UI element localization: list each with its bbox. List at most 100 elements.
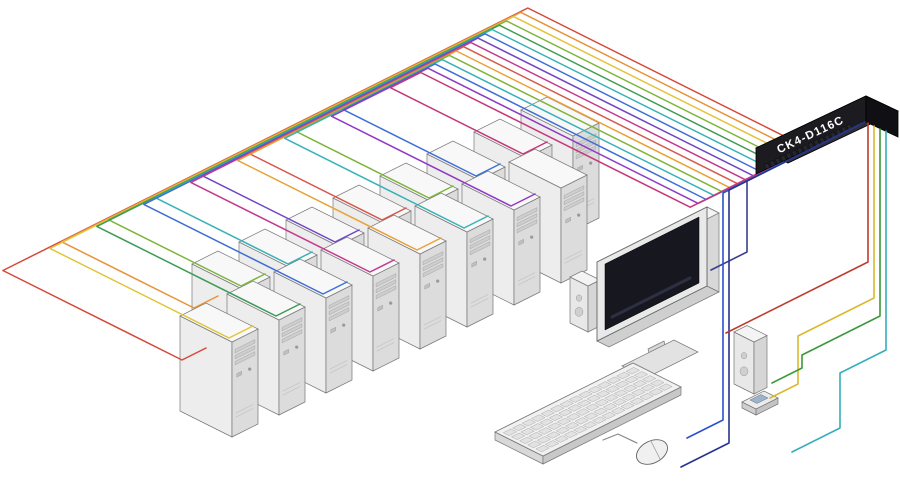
drive-bay xyxy=(469,229,491,244)
mouse xyxy=(602,433,668,465)
vent-line xyxy=(376,342,395,352)
drive-bay xyxy=(516,213,538,228)
key xyxy=(604,394,619,402)
vent-line xyxy=(282,386,301,396)
key xyxy=(565,421,580,430)
key xyxy=(536,436,551,444)
key xyxy=(612,398,627,406)
key xyxy=(601,411,616,420)
floppy-slot xyxy=(236,370,242,378)
key xyxy=(613,389,628,397)
key xyxy=(593,407,608,415)
drive-bay xyxy=(375,273,397,288)
drive-bay xyxy=(563,191,585,206)
key xyxy=(605,385,620,393)
speaker-left xyxy=(569,270,601,333)
tower-top-face xyxy=(273,258,353,299)
kvm-port xyxy=(796,147,804,154)
monitor-screen xyxy=(604,216,700,331)
power-button xyxy=(483,257,487,261)
key xyxy=(587,386,603,394)
speaker-cone xyxy=(574,307,584,317)
vent-line xyxy=(517,272,536,282)
vent-line xyxy=(564,250,583,260)
kvm-port xyxy=(774,157,782,165)
floppy-slot xyxy=(283,348,289,356)
key xyxy=(586,394,601,403)
drive-bay xyxy=(469,235,491,250)
mouse-cable xyxy=(680,121,866,468)
power-button xyxy=(589,161,593,165)
key xyxy=(577,399,592,407)
key xyxy=(550,404,565,413)
key xyxy=(559,400,574,408)
key xyxy=(616,371,631,380)
tower-top-face xyxy=(367,214,447,255)
power-button xyxy=(436,279,440,283)
drive-bay xyxy=(575,139,597,154)
vent-line xyxy=(235,404,254,414)
kvm-port xyxy=(785,152,793,159)
drive-bay xyxy=(516,207,538,222)
key xyxy=(521,419,536,427)
key xyxy=(639,392,654,401)
key xyxy=(602,403,618,411)
tower-top-face xyxy=(379,162,459,203)
kvm-cable xyxy=(389,71,769,208)
drive-bay xyxy=(281,329,303,344)
vent-line xyxy=(329,360,348,370)
keyboard xyxy=(494,362,682,465)
key xyxy=(510,432,526,440)
key xyxy=(583,412,599,420)
power-button xyxy=(342,323,346,327)
drive-bay xyxy=(516,219,538,234)
vent-line xyxy=(470,294,489,304)
key xyxy=(528,432,543,440)
key xyxy=(629,397,645,405)
drive-bay xyxy=(281,317,303,332)
tower-top-face xyxy=(179,302,259,343)
drive-bay xyxy=(328,295,350,310)
tower-top-face xyxy=(285,206,365,247)
floppy-slot xyxy=(471,260,477,268)
mouse-body xyxy=(636,439,668,465)
drive-bay xyxy=(234,351,256,366)
speaker-front-face xyxy=(753,334,768,395)
tower-top-face xyxy=(473,118,553,159)
kvm-port xyxy=(807,141,815,149)
computer-rack-front-row xyxy=(179,148,588,438)
screen-glint xyxy=(610,276,692,319)
drive-bay xyxy=(281,323,303,338)
tower-top-face xyxy=(461,170,541,211)
tower-top-face xyxy=(320,236,400,277)
key xyxy=(563,430,579,438)
key xyxy=(582,421,597,429)
drive-bay xyxy=(422,263,444,278)
key xyxy=(648,388,664,396)
key xyxy=(614,380,630,388)
console-devices xyxy=(494,206,779,465)
vent-line xyxy=(517,276,536,286)
monitor xyxy=(596,206,720,379)
speaker-cone xyxy=(739,366,749,377)
mouse-button-split xyxy=(650,440,661,460)
key xyxy=(546,431,561,439)
key xyxy=(578,390,593,398)
key xyxy=(531,414,546,422)
tweeter xyxy=(740,352,748,360)
key xyxy=(568,395,584,403)
drive-bay xyxy=(328,307,350,322)
key xyxy=(539,418,554,426)
floppy-slot xyxy=(424,282,430,290)
tower-top-face xyxy=(226,280,306,321)
key xyxy=(527,440,542,449)
monitor-side-face xyxy=(706,206,720,293)
red-cable xyxy=(725,122,869,334)
key xyxy=(535,444,550,453)
key xyxy=(538,427,553,435)
floppy-slot xyxy=(330,326,336,334)
drive-bay xyxy=(328,301,350,316)
key xyxy=(620,402,635,410)
kvm-port xyxy=(791,149,798,157)
